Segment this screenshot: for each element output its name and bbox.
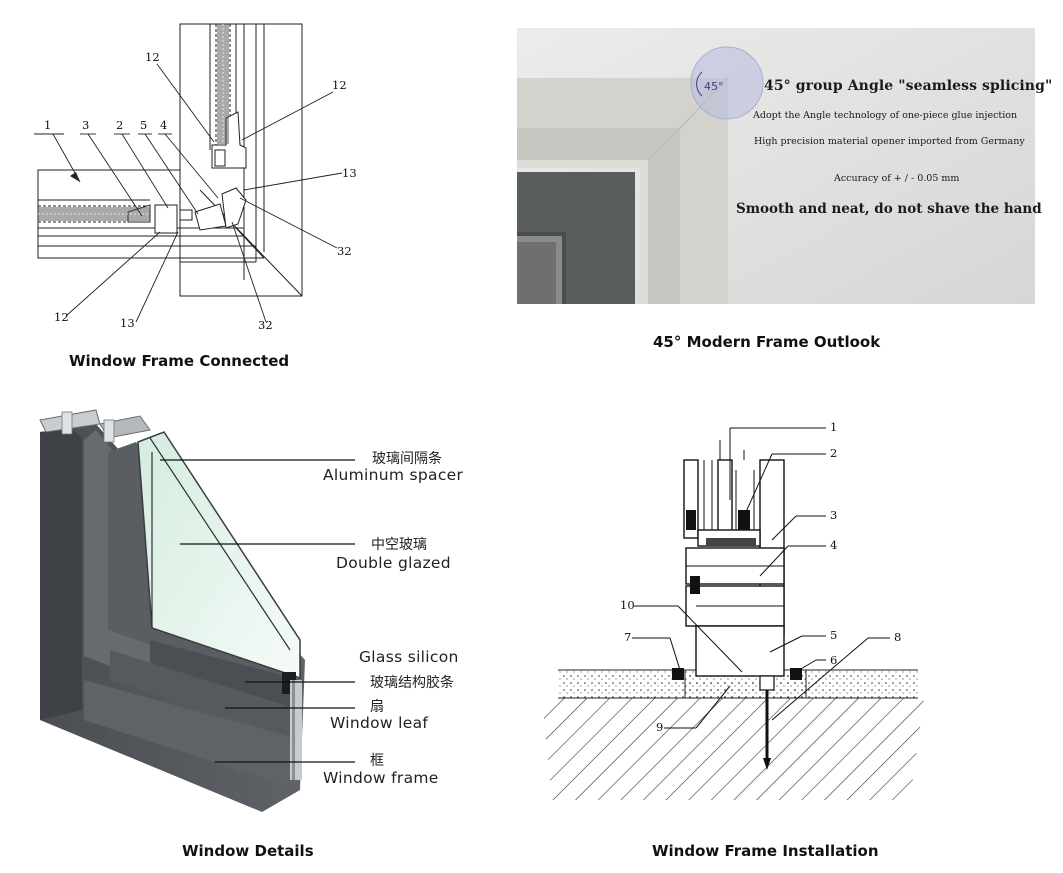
badge-45-degree: 45° xyxy=(704,80,724,93)
callout-32-bottom: 32 xyxy=(258,318,273,332)
frame-outlook-panel: 45° 45° group Angle "seamless splicing" … xyxy=(0,0,1063,380)
install-callout-7: 7 xyxy=(624,630,632,644)
callout-3: 3 xyxy=(82,118,90,132)
label-glass-silicon-cn: 玻璃结构胶条 xyxy=(370,675,454,691)
label-window-frame-en: Window frame xyxy=(323,769,439,787)
callout-5: 5 xyxy=(140,118,148,132)
window-details-leaders xyxy=(160,459,355,763)
callout-13-right: 13 xyxy=(342,166,357,180)
outlook-line-4: Smooth and neat, do not shave the hand xyxy=(736,201,1042,217)
label-aluminum-spacer-cn: 玻璃间隔条 xyxy=(372,451,442,467)
install-callout-5: 5 xyxy=(830,628,838,642)
install-callout-6: 6 xyxy=(830,653,838,667)
install-callout-4: 4 xyxy=(830,538,838,552)
frame-outlook-photo xyxy=(517,28,1035,304)
callout-32-right: 32 xyxy=(337,244,352,258)
callout-13-bottom: 13 xyxy=(120,316,135,330)
callout-12-bottom: 12 xyxy=(54,310,69,324)
label-double-glazed-cn: 中空玻璃 xyxy=(371,537,427,553)
label-double-glazed-en: Double glazed xyxy=(336,554,451,572)
callout-1: 1 xyxy=(44,118,52,132)
callout-12-top: 12 xyxy=(145,50,160,64)
caption-frame-installation: Window Frame Installation xyxy=(652,842,879,860)
label-window-frame-cn: 框 xyxy=(370,753,384,769)
install-callout-8: 8 xyxy=(894,630,902,644)
window-details-panel: 玻璃间隔条 Aluminum spacer 中空玻璃 Double glazed… xyxy=(0,380,520,873)
frame-installation-drawing xyxy=(542,427,924,800)
caption-frame-connected: Window Frame Connected xyxy=(69,352,290,370)
label-window-leaf-cn: 扇 xyxy=(370,699,384,715)
frame-installation-panel: 1 2 3 4 5 6 8 7 10 9 Window Frame Instal… xyxy=(520,380,1063,873)
label-window-leaf-en: Window leaf xyxy=(330,714,429,732)
window-details-render xyxy=(39,409,305,812)
outlook-line-1: Adopt the Angle technology of one-piece … xyxy=(753,110,1018,121)
frame-connected-panel: 1 3 2 5 4 12 12 13 32 12 13 32 Window Fr… xyxy=(0,0,520,380)
outlook-headline: 45° group Angle "seamless splicing" xyxy=(764,78,1053,94)
install-callout-2: 2 xyxy=(830,446,838,460)
callout-12-right: 12 xyxy=(332,78,347,92)
label-aluminum-spacer-en: Aluminum spacer xyxy=(323,466,464,484)
callout-4: 4 xyxy=(160,118,168,132)
caption-frame-outlook: 45° Modern Frame Outlook xyxy=(653,333,881,351)
install-callout-3: 3 xyxy=(830,508,838,522)
frame-connected-drawing xyxy=(34,23,343,323)
label-glass-silicon-en: Glass silicon xyxy=(359,648,459,666)
outlook-line-3: Accuracy of + / - 0.05 mm xyxy=(834,173,960,184)
install-callout-1: 1 xyxy=(830,420,838,434)
outlook-line-2: High precision material opener imported … xyxy=(754,136,1025,147)
caption-window-details: Window Details xyxy=(182,842,314,860)
callout-2: 2 xyxy=(116,118,124,132)
install-callout-9: 9 xyxy=(656,720,664,734)
install-callout-10: 10 xyxy=(620,598,635,612)
